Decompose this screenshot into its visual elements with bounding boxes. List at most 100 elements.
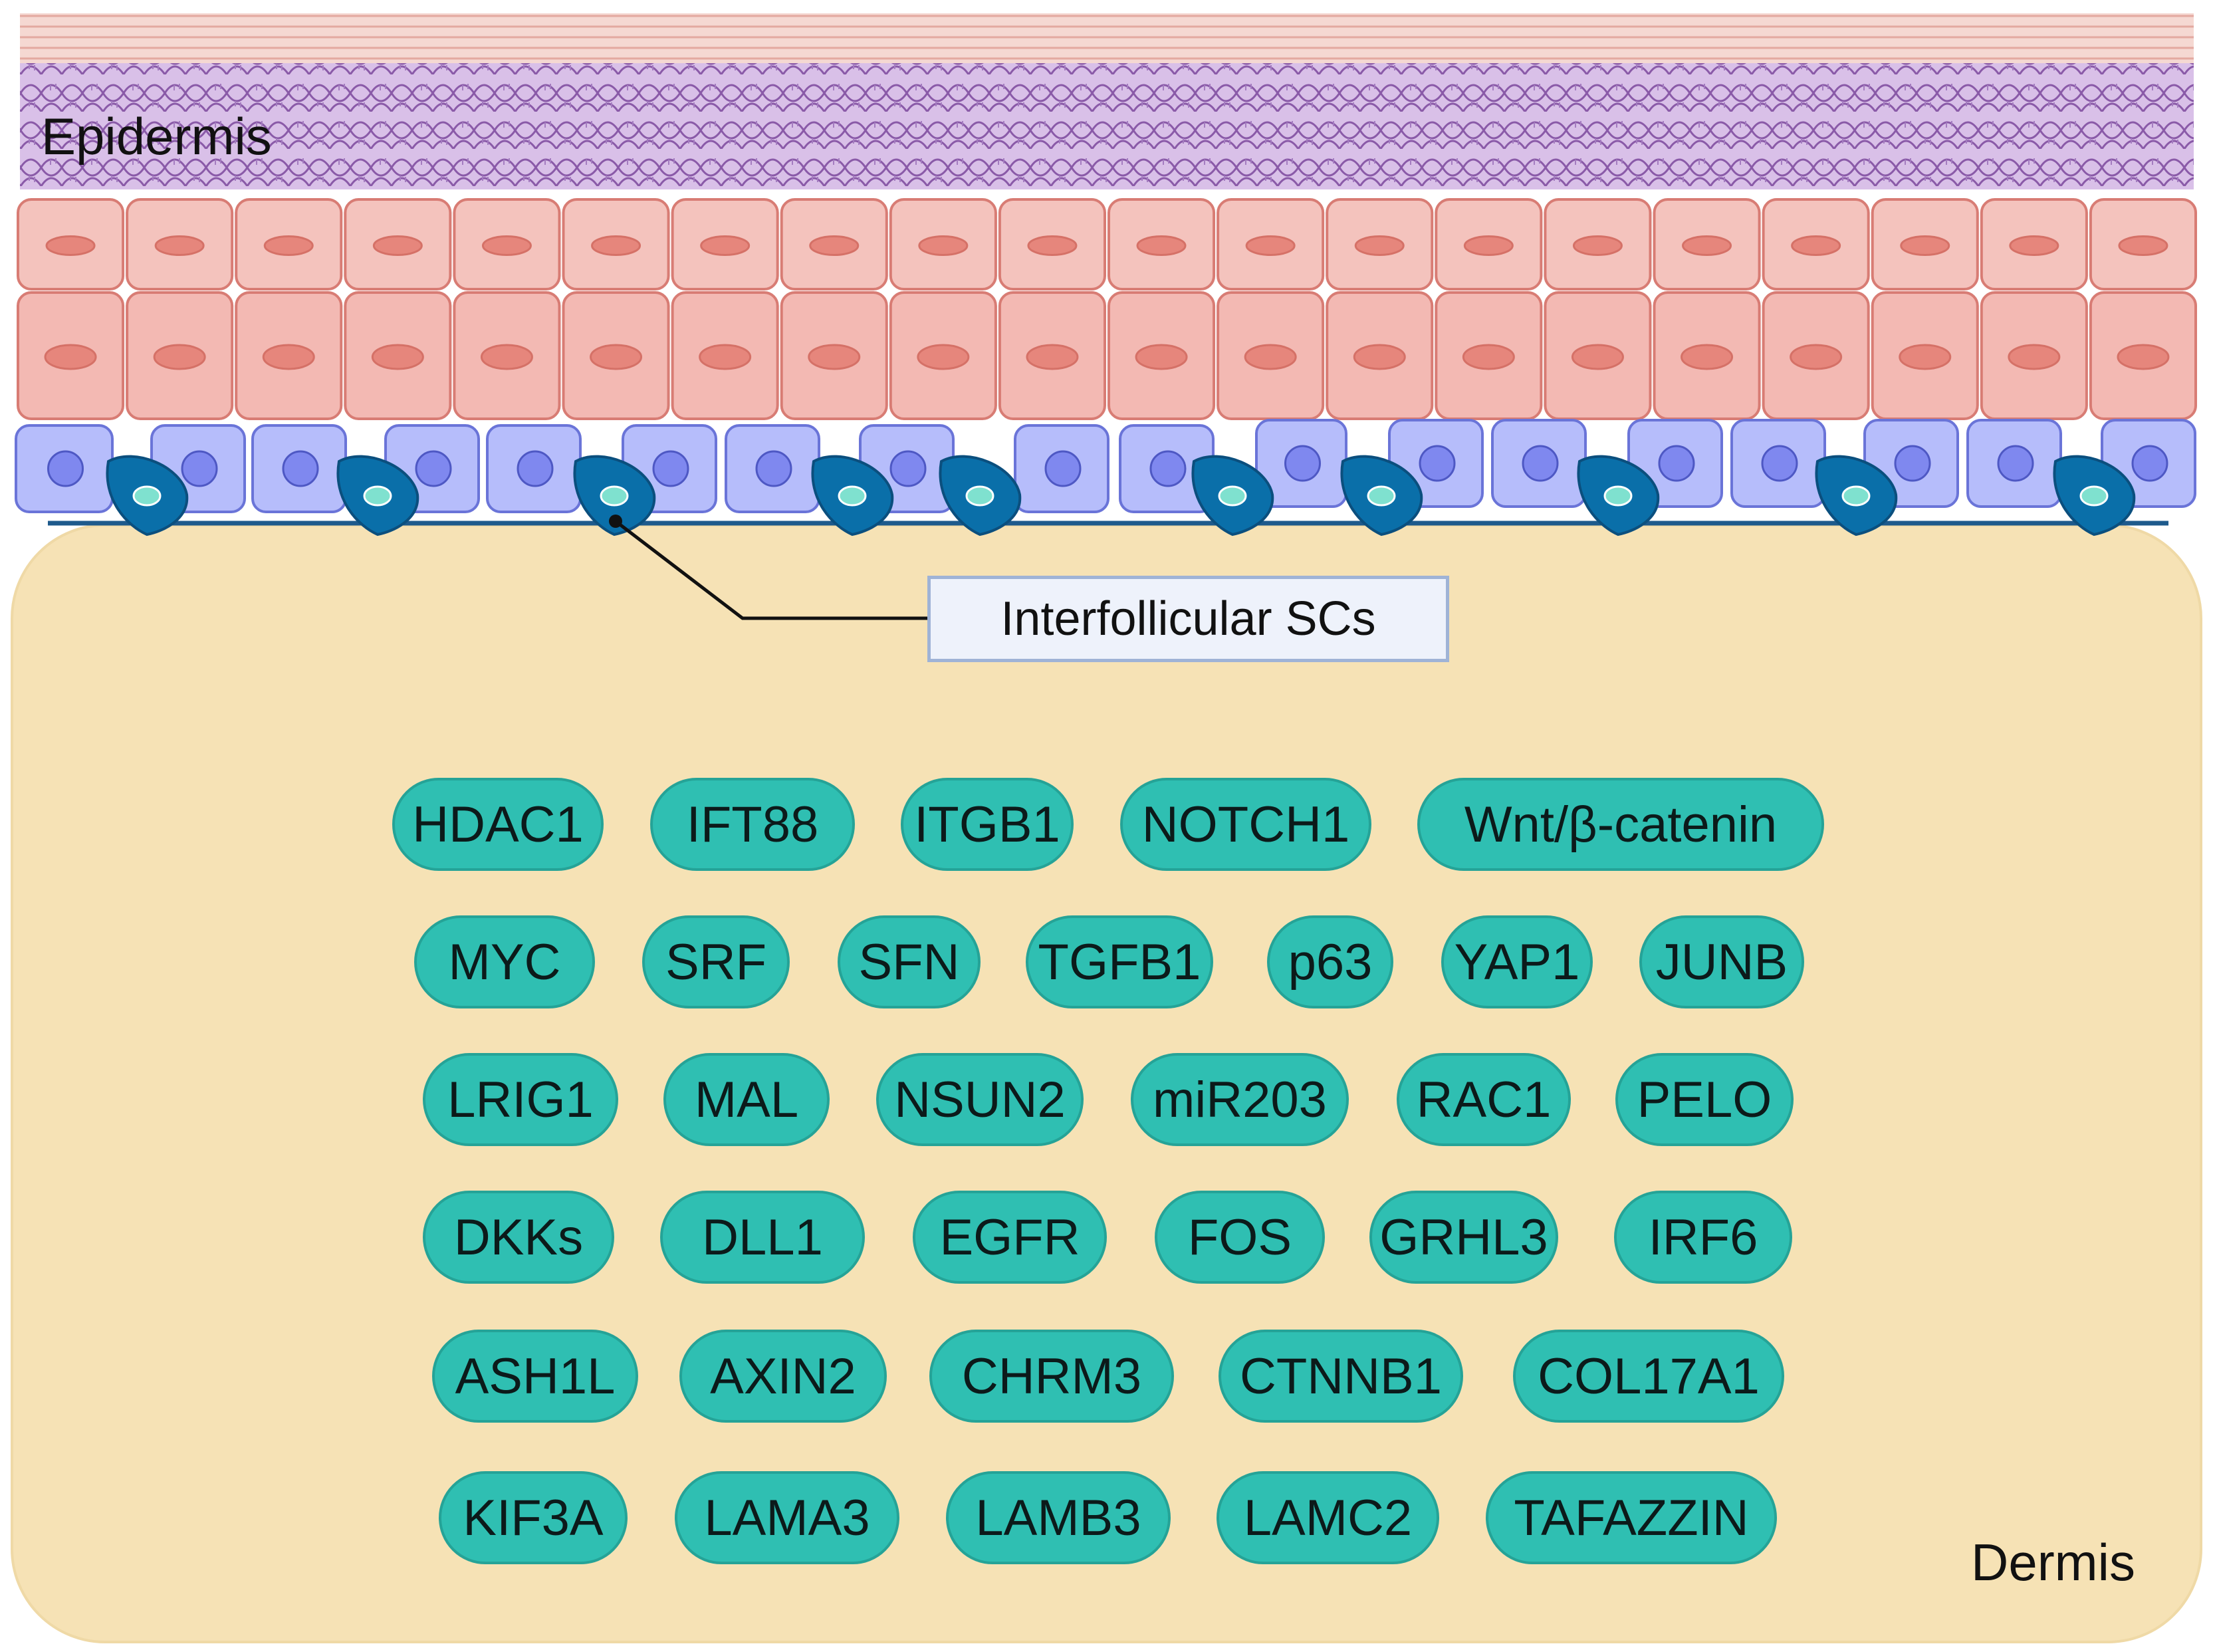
basal-cell-nucleus <box>1149 450 1187 487</box>
granular-cell-nucleus <box>1245 235 1296 256</box>
gene-pill: SRF <box>642 915 790 1008</box>
basal-cell-nucleus <box>415 450 452 487</box>
callout-leader-line <box>614 520 927 620</box>
granular-cell-nucleus <box>1900 235 1950 256</box>
gene-pill: KIF3A <box>439 1471 628 1564</box>
dermis-label: Dermis <box>1971 1533 2135 1592</box>
granular-cell-nucleus <box>45 235 96 256</box>
gene-pill: LAMA3 <box>675 1471 899 1564</box>
gene-pill: MAL <box>663 1053 830 1146</box>
gene-pill: AXIN2 <box>679 1330 887 1423</box>
basal-cell-nucleus <box>1894 445 1931 482</box>
stem-cell-nucleus <box>1603 485 1633 507</box>
gene-pill: CHRM3 <box>929 1330 1174 1423</box>
cornified-layer <box>20 13 2194 70</box>
granular-cell-nucleus <box>372 235 423 256</box>
gene-pill: COL17A1 <box>1513 1330 1784 1423</box>
basal-cell-nucleus <box>889 450 927 487</box>
granular-cell-nucleus <box>1136 235 1187 256</box>
basal-cell-nucleus <box>181 450 218 487</box>
callout-anchor-dot <box>609 515 622 528</box>
granular-cell-nucleus <box>2118 235 2168 256</box>
stem-cell-nucleus <box>600 485 629 507</box>
granular-cell-nucleus <box>154 235 205 256</box>
stem-cell-nucleus <box>965 485 994 507</box>
spinous-cell-row <box>17 291 2197 420</box>
basal-cell-nucleus <box>282 450 319 487</box>
basal-cell-nucleus <box>517 450 554 487</box>
spinous-cell-nucleus <box>1244 344 1297 370</box>
spinous-cell-nucleus <box>371 344 424 370</box>
basal-cell-nucleus <box>652 450 689 487</box>
spinous-cell-nucleus <box>1571 344 1624 370</box>
stem-cell-nucleus <box>2079 485 2109 507</box>
spinous-cell-nucleus <box>480 344 533 370</box>
granular-cell-nucleus <box>1354 235 1405 256</box>
basal-cell-nucleus <box>47 450 84 487</box>
granular-cell-nucleus <box>481 235 532 256</box>
gene-pill: TAFAZZIN <box>1486 1471 1777 1564</box>
spinous-cell-nucleus <box>2008 344 2061 370</box>
spinous-cell-nucleus <box>262 344 315 370</box>
spinous-cell-nucleus <box>699 344 752 370</box>
gene-pill: IRF6 <box>1614 1191 1792 1284</box>
gene-pill: FOS <box>1155 1191 1325 1284</box>
basal-cell-nucleus <box>1761 445 1798 482</box>
gene-pill: SFN <box>838 915 981 1008</box>
granular-cell-nucleus <box>591 235 641 256</box>
gene-pill: LAMC2 <box>1217 1471 1439 1564</box>
granular-cell-nucleus <box>700 235 751 256</box>
gene-pill: LRIG1 <box>423 1053 618 1146</box>
granular-cell-nucleus <box>1463 235 1514 256</box>
basal-cell-nucleus <box>1044 450 1082 487</box>
gene-pill: IFT88 <box>650 778 855 871</box>
gene-pill: MYC <box>414 915 595 1008</box>
granular-cell-nucleus <box>809 235 860 256</box>
gene-pill: TGFB1 <box>1026 915 1213 1008</box>
stem-cell-nucleus <box>1218 485 1247 507</box>
spinous-cell-nucleus <box>1790 344 1843 370</box>
gene-pill: Wnt/β-catenin <box>1417 778 1824 871</box>
basal-cell-nucleus <box>2131 445 2168 482</box>
spinous-cell-nucleus <box>1026 344 1079 370</box>
gene-pill: NSUN2 <box>876 1053 1084 1146</box>
gene-pill: CTNNB1 <box>1219 1330 1463 1423</box>
gene-pill: ASH1L <box>432 1330 638 1423</box>
interfollicular-sc-callout: Interfollicular SCs <box>927 576 1449 662</box>
spinous-cell-nucleus <box>153 344 206 370</box>
spinous-cell-nucleus <box>1462 344 1515 370</box>
gene-pill: HDAC1 <box>392 778 604 871</box>
basal-cell-nucleus <box>1658 445 1695 482</box>
gene-pill: p63 <box>1267 915 1393 1008</box>
granular-cell-nucleus <box>1682 235 1732 256</box>
granular-cell-nucleus <box>1027 235 1078 256</box>
interfollicular-stem-cells <box>106 455 2136 536</box>
spinous-cell-nucleus <box>917 344 970 370</box>
granular-cell-nucleus <box>1572 235 1623 256</box>
granular-cell-nucleus <box>1791 235 1841 256</box>
gene-pill: RAC1 <box>1397 1053 1571 1146</box>
gene-pill: GRHL3 <box>1369 1191 1558 1284</box>
gene-pill: miR203 <box>1131 1053 1349 1146</box>
gene-pill: EGFR <box>913 1191 1107 1284</box>
spinous-cell-nucleus <box>1135 344 1188 370</box>
spinous-cell-nucleus <box>2117 344 2170 370</box>
gene-pill: PELO <box>1615 1053 1794 1146</box>
gene-pill: LAMB3 <box>946 1471 1171 1564</box>
basal-cell-nucleus <box>1284 445 1321 482</box>
spinous-cell-nucleus <box>44 344 97 370</box>
basal-cell-nucleus <box>1419 445 1456 482</box>
granular-cell-nucleus <box>918 235 969 256</box>
granular-cell-row <box>17 198 2197 291</box>
gene-pill: JUNB <box>1639 915 1804 1008</box>
stem-cell-nucleus <box>1841 485 1871 507</box>
basal-cell-nucleus <box>755 450 792 487</box>
spinous-cell-nucleus <box>1681 344 1734 370</box>
gene-pill: ITGB1 <box>901 778 1074 871</box>
stem-cell-nucleus <box>1367 485 1396 507</box>
spinous-cell-nucleus <box>1353 344 1406 370</box>
spinous-cell-nucleus <box>590 344 643 370</box>
epidermis-label: Epidermis <box>41 107 272 166</box>
stem-cell-nucleus <box>363 485 392 507</box>
granular-cell-nucleus <box>263 235 314 256</box>
